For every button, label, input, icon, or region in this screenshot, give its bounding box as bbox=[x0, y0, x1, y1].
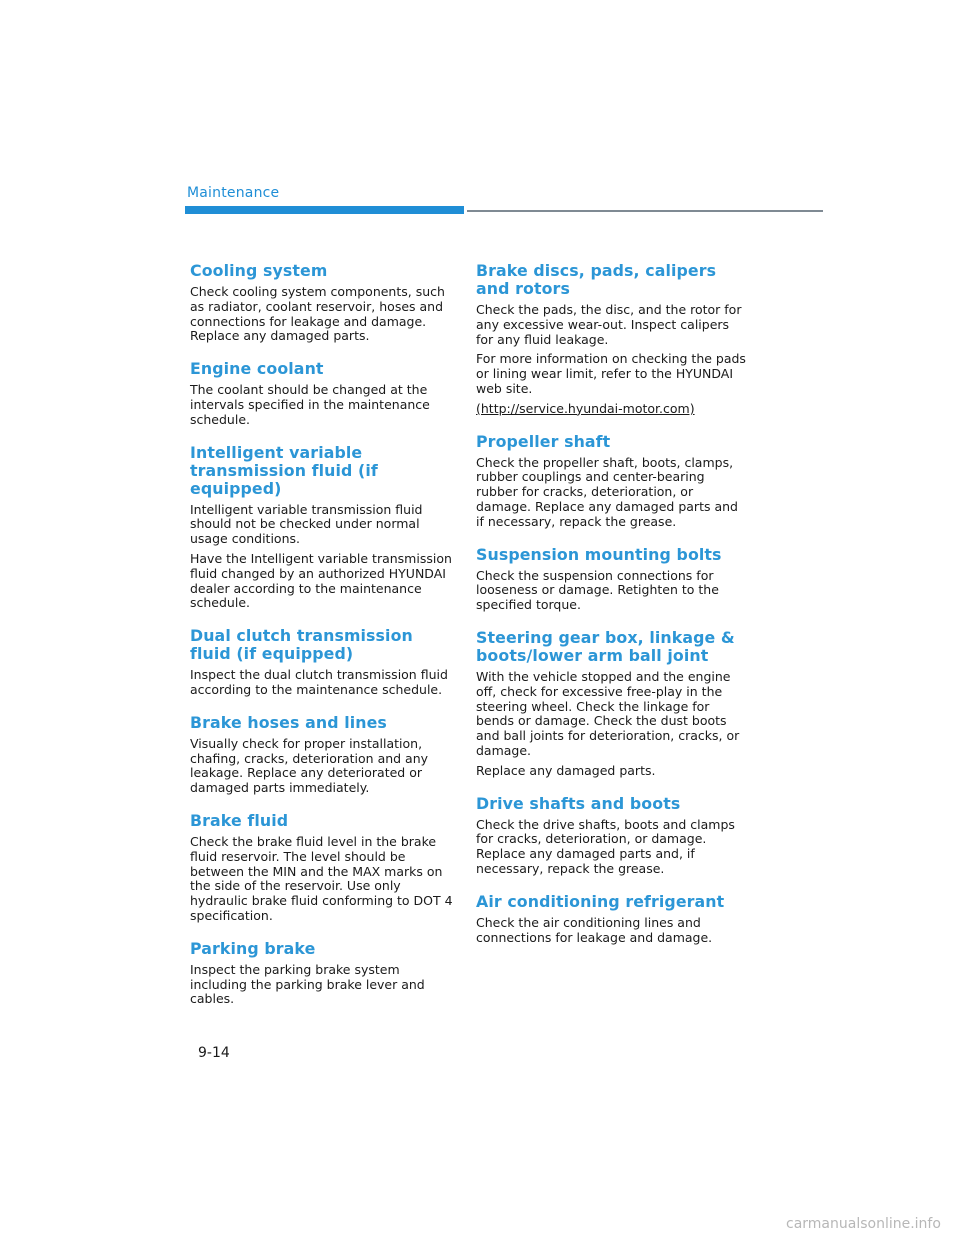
section-brake-discs: Brake discs, pads, calipers and rotors C… bbox=[476, 262, 746, 417]
section-suspension-bolts: Suspension mounting bolts Check the susp… bbox=[476, 544, 746, 613]
section-paragraph: Check the pads, the disc, and the rotor … bbox=[476, 302, 742, 347]
watermark-text: carmanualsonline.info bbox=[786, 1216, 941, 1232]
section-header-title: Maintenance bbox=[187, 185, 280, 201]
section-paragraph: Check the drive shafts, boots and clamps… bbox=[476, 816, 735, 876]
section-heading: Brake hoses and lines bbox=[190, 712, 387, 732]
section-heading: Drive shafts and boots bbox=[476, 793, 681, 813]
section-brake-hoses: Brake hoses and lines Visually check for… bbox=[190, 712, 456, 796]
section-heading: Suspension mounting bolts bbox=[476, 544, 722, 564]
section-air-conditioning: Air conditioning refrigerant Check the a… bbox=[476, 891, 746, 946]
section-heading: Intelligent variable transmission fluid … bbox=[190, 442, 378, 498]
header-divider-line bbox=[467, 210, 823, 212]
section-paragraph: Have the Intelligent variable transmissi… bbox=[190, 550, 452, 611]
section-paragraph: For more information on checking the pad… bbox=[476, 351, 746, 396]
section-heading: Dual clutch transmission fluid (if equip… bbox=[190, 626, 413, 664]
section-paragraph: Inspect the dual clutch transmission flu… bbox=[190, 667, 448, 697]
section-steering-gear: Steering gear box, linkage & boots/lower… bbox=[476, 627, 746, 779]
section-heading: Engine coolant bbox=[190, 359, 324, 379]
header-accent-bar bbox=[185, 206, 464, 214]
section-paragraph: Check the suspension connections for loo… bbox=[476, 567, 719, 613]
section-paragraph: Check the air conditioning lines and con… bbox=[476, 914, 713, 945]
page-number: 9-14 bbox=[198, 1045, 230, 1061]
section-engine-coolant: Engine coolant The coolant should be cha… bbox=[190, 360, 456, 427]
section-heading: Brake fluid bbox=[190, 810, 289, 830]
section-dct-fluid: Dual clutch transmission fluid (if equip… bbox=[190, 627, 456, 698]
section-heading: Steering gear box, linkage & boots/lower… bbox=[476, 627, 735, 665]
section-propeller-shaft: Propeller shaft Check the propeller shaf… bbox=[476, 431, 746, 530]
hyundai-service-link[interactable]: (http://service.hyundai-motor.com) bbox=[476, 400, 695, 416]
section-paragraph: With the vehicle stopped and the engine … bbox=[476, 668, 740, 758]
section-paragraph: Replace any damaged parts. bbox=[476, 762, 656, 778]
section-paragraph: Check the propeller shaft, boots, clamps… bbox=[476, 454, 738, 529]
section-paragraph: Visually check for proper installation, … bbox=[190, 735, 429, 796]
section-brake-fluid: Brake fluid Check the brake fluid level … bbox=[190, 810, 456, 924]
section-ivt-fluid: Intelligent variable transmission fluid … bbox=[190, 442, 456, 612]
section-paragraph: Check the brake fluid level in the brake… bbox=[190, 833, 453, 923]
section-heading: Brake discs, pads, calipers and rotors bbox=[476, 261, 717, 298]
right-column: Brake discs, pads, calipers and rotors C… bbox=[476, 262, 746, 961]
left-column: Cooling system Check cooling system comp… bbox=[190, 262, 456, 1023]
section-heading: Cooling system bbox=[190, 261, 328, 280]
section-cooling-system: Cooling system Check cooling system comp… bbox=[190, 262, 456, 344]
section-paragraph: The coolant should be changed at the int… bbox=[190, 382, 430, 427]
section-paragraph: Check cooling system components, such as… bbox=[190, 284, 445, 344]
section-drive-shafts: Drive shafts and boots Check the drive s… bbox=[476, 793, 746, 877]
section-heading: Air conditioning refrigerant bbox=[476, 891, 725, 911]
section-parking-brake: Parking brake Inspect the parking brake … bbox=[190, 938, 456, 1007]
section-paragraph: Intelligent variable transmission fluid … bbox=[190, 501, 423, 547]
section-heading: Parking brake bbox=[190, 938, 316, 958]
section-heading: Propeller shaft bbox=[476, 431, 611, 451]
section-paragraph: Inspect the parking brake system includi… bbox=[190, 961, 425, 1007]
